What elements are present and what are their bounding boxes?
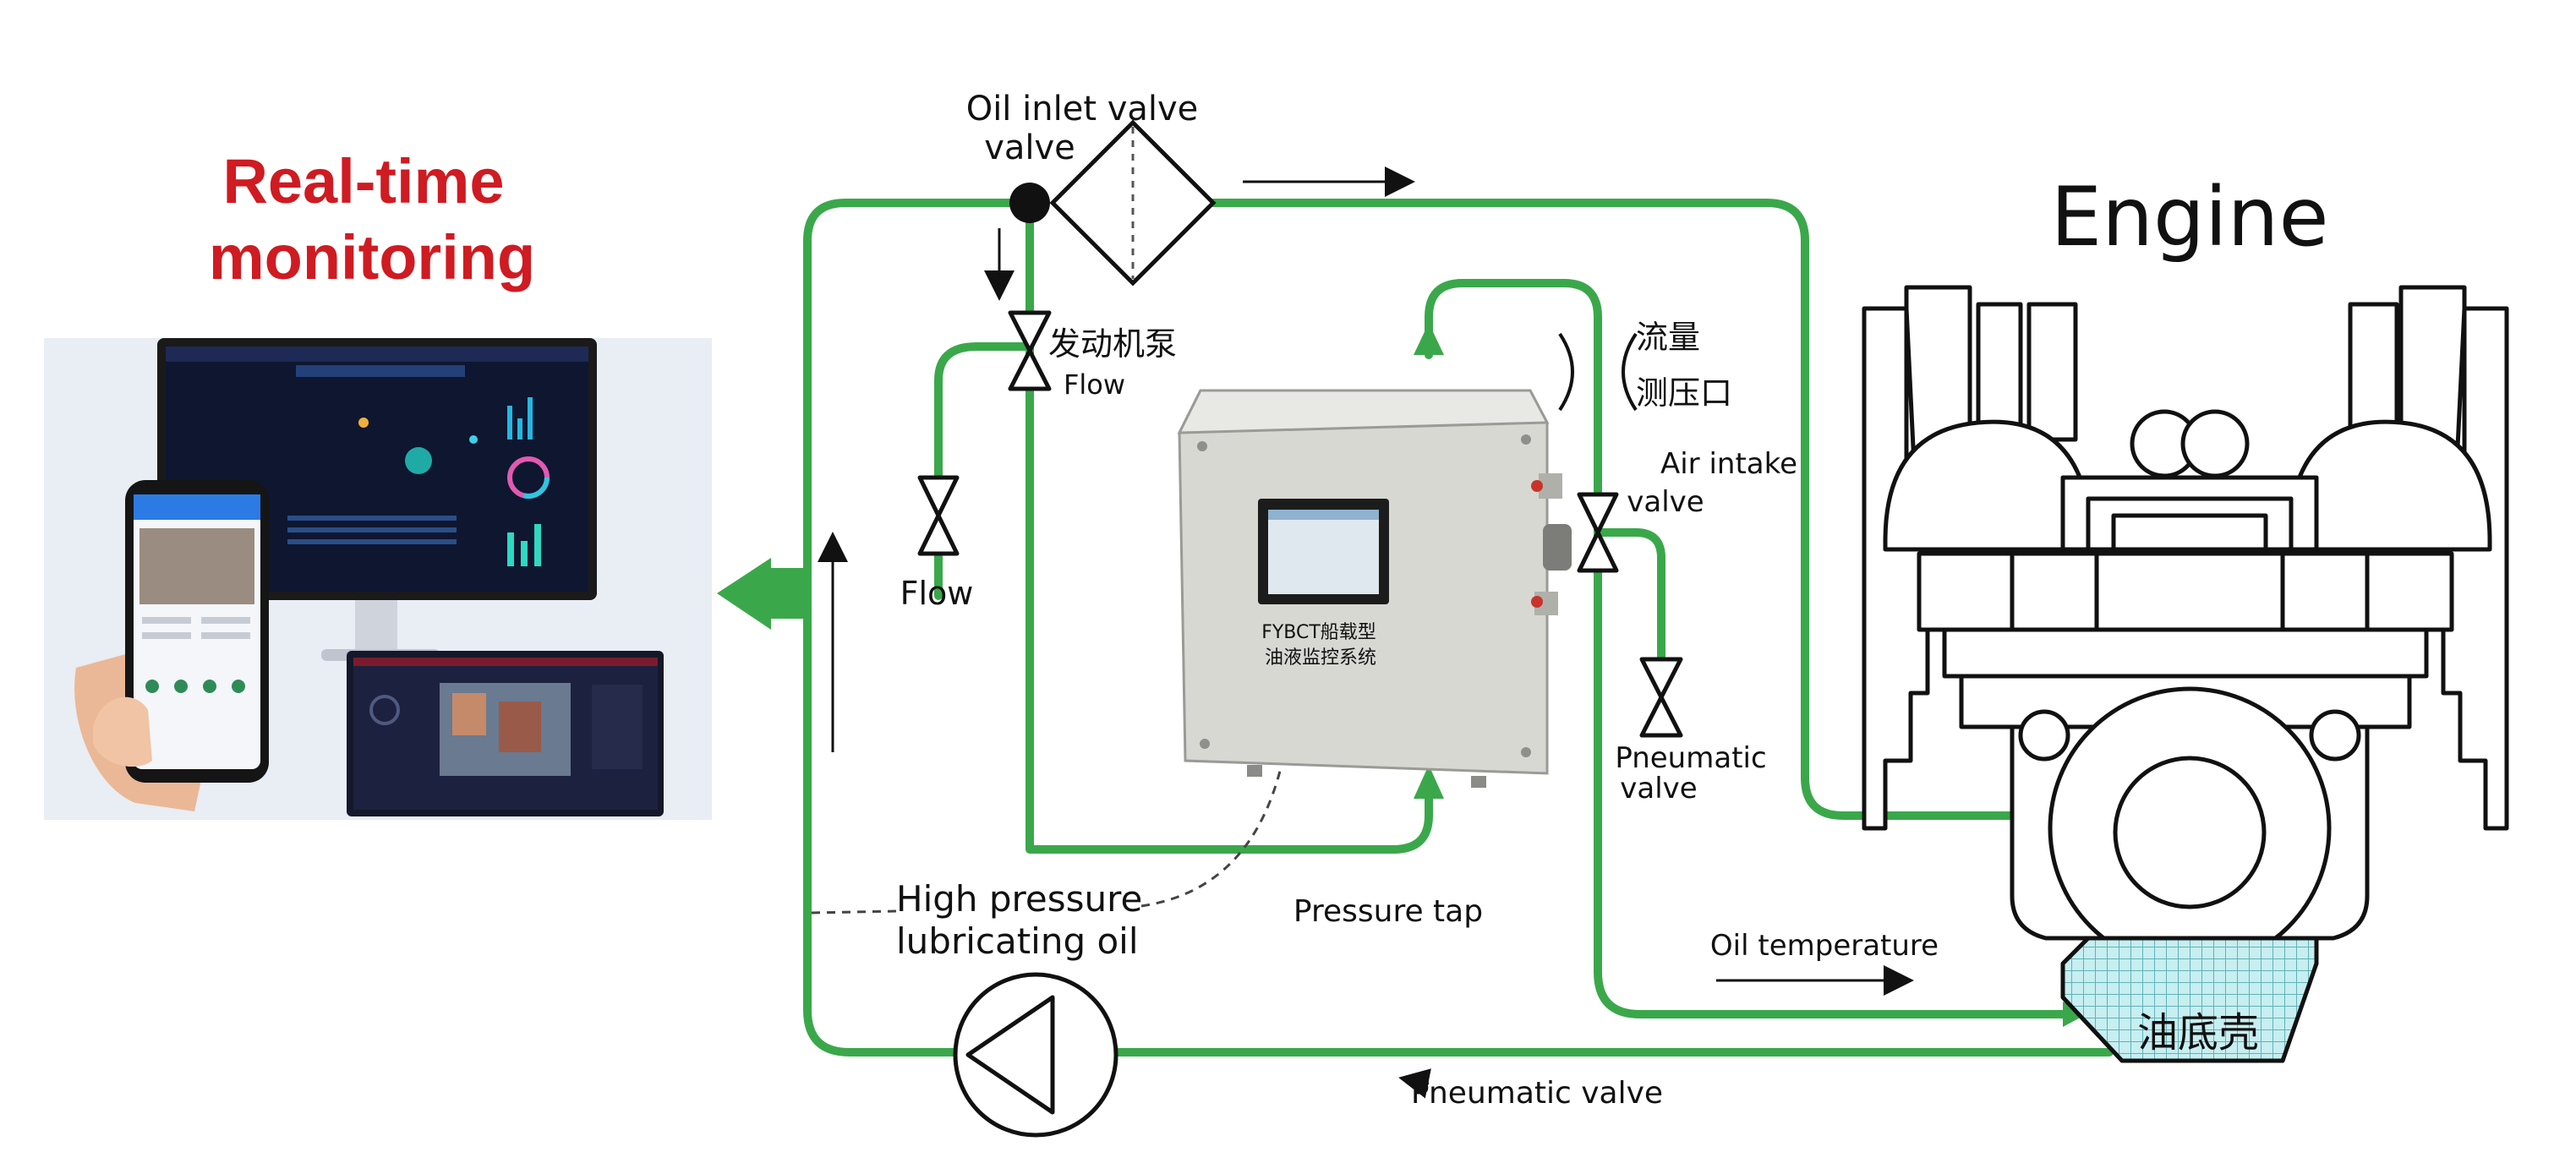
arrow-up-cabinet-bottom — [1414, 765, 1444, 799]
high-pressure-label-2: lubricating oil — [896, 920, 1139, 962]
output-arrow-left — [717, 558, 807, 630]
cabinet-plate-line1: FYBCT船载型 — [1261, 622, 1376, 643]
oil-inlet-valve-label-1: Oil inlet valve — [966, 90, 1199, 128]
flow-arrows — [818, 167, 1914, 1099]
engine-pump-valve — [1008, 310, 1052, 391]
pneumatic-valve-label-1: Pneumatic — [1615, 741, 1766, 775]
heading-line1: Real-time — [222, 146, 504, 216]
high-pressure-label-1: High pressure — [896, 878, 1142, 920]
pneumatic-valve-bottom-label: Pneumatic valve — [1411, 1076, 1663, 1111]
flow-restrictor-icon — [1558, 332, 1638, 412]
oil-temperature-label: Oil temperature — [1710, 929, 1939, 963]
oil-pan-label: 油底壳 — [2137, 1009, 2259, 1057]
monitoring-cabinet: FYBCT船载型 油液监控系统 — [1177, 389, 1572, 788]
heading-line2: monitoring — [209, 222, 535, 292]
engine-title: Engine — [2050, 170, 2328, 265]
tablet-screen — [347, 651, 664, 816]
engine-pump-label: 发动机泵 — [1048, 325, 1177, 363]
engine-illustration — [1862, 285, 2509, 970]
oil-pump-icon — [953, 972, 1118, 1138]
oil-inlet-junction — [1009, 183, 1050, 223]
flow-cn-label: 流量 — [1636, 319, 1700, 356]
oil-inlet-valve-label-2: valve — [984, 128, 1075, 167]
pneumatic-valve — [1639, 657, 1683, 738]
pressure-tap-label: Pressure tap — [1293, 894, 1483, 929]
cabinet-plate-line2: 油液监控系统 — [1265, 647, 1376, 669]
oil-filter-diamond — [1009, 119, 1217, 287]
air-intake-valve — [1577, 492, 1619, 573]
devices-illustration — [44, 338, 712, 820]
flow-valve-label: Flow — [900, 575, 974, 612]
arrow-up-cabinet-top — [1414, 323, 1444, 355]
smartphone-in-hand — [74, 480, 269, 811]
pressure-port-cn-label: 测压口 — [1636, 374, 1732, 412]
oil-pipes — [803, 199, 2114, 1057]
air-intake-valve-label-1: Air intake — [1660, 447, 1797, 481]
pneumatic-valve-label-2: valve — [1620, 772, 1697, 805]
air-intake-valve-label-2: valve — [1627, 485, 1704, 519]
engine-pump-flow-label: Flow — [1064, 369, 1125, 401]
flow-valve — [917, 475, 960, 556]
oil-pan: 油底壳 — [2060, 936, 2319, 1063]
arrow-into-oil-pan — [2063, 1002, 2087, 1027]
